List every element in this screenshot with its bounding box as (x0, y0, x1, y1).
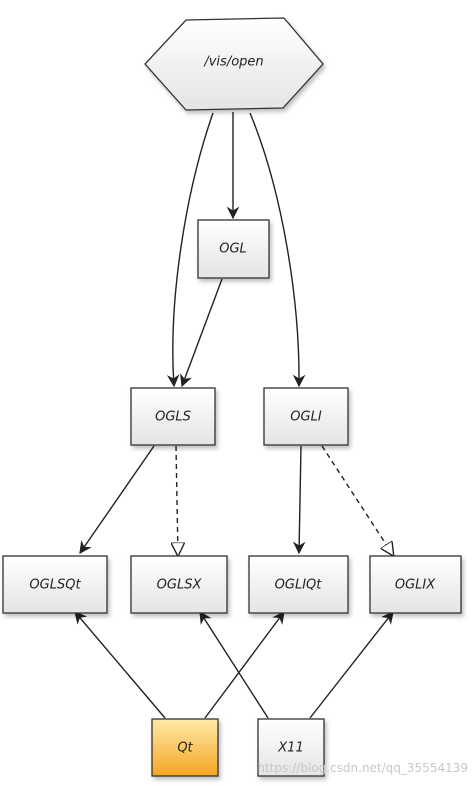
box-shape (263, 387, 349, 446)
node-oglsx: OGLSX (130, 555, 228, 614)
edge-x11-to-oglix (309, 611, 394, 719)
box-shape (130, 555, 228, 614)
node-label-oglsx: OGLSX (157, 578, 203, 593)
node-label-ogliqt: OGLIQt (275, 578, 323, 593)
node-label-oglix: OGLIX (395, 578, 436, 593)
nodes-layer: /vis/open OGL OGLS OGLI OGLSQt OGLSX OGL… (2, 17, 462, 777)
edge-x11-to-oglsx (199, 610, 269, 719)
box-shape (248, 555, 349, 614)
node-label-vis-open: /vis/open (203, 55, 263, 70)
node-ogl: OGL (197, 219, 270, 279)
node-x11: X11 (257, 718, 325, 777)
node-oglsqt: OGLSQt (2, 555, 108, 614)
box-shape (369, 555, 462, 614)
node-qt: Qt (151, 718, 219, 777)
edge-vis-open-to-ogli (249, 112, 306, 388)
edge-ogl-to-ogls (180, 278, 223, 388)
node-oglix: OGLIX (369, 555, 462, 614)
watermark-text: https://blog.csdn.net/qq_35554139 (257, 761, 468, 775)
edge-ogls-to-oglsqt (79, 445, 155, 555)
node-label-oglsqt: OGLSQt (29, 578, 81, 593)
node-vis-open: /vis/open (144, 17, 324, 111)
node-label-qt: Qt (177, 741, 193, 756)
edge-ogli-to-ogliqt (292, 445, 306, 555)
edge-vis-open-to-ogls (166, 112, 214, 388)
node-ogls: OGLS (130, 387, 216, 446)
edge-qt-to-oglsqt (74, 611, 166, 719)
node-ogliqt: OGLIQt (248, 555, 349, 614)
node-ogli: OGLI (263, 387, 349, 446)
box-shape (257, 718, 325, 777)
box-shape (151, 718, 219, 777)
edge-ogls-to-oglsx (176, 445, 178, 555)
box-shape (197, 219, 270, 279)
node-label-x11: X11 (277, 741, 303, 756)
node-label-ogl: OGL (219, 242, 247, 257)
box-shape (2, 555, 108, 614)
box-shape (130, 387, 216, 446)
node-label-ogls: OGLS (155, 410, 191, 425)
edge-qt-to-ogliqt (204, 610, 285, 719)
edges-layer (74, 112, 394, 719)
node-label-ogli: OGLI (290, 410, 322, 425)
edge-ogli-to-oglix (321, 445, 393, 555)
hexagon-shape (144, 17, 324, 111)
